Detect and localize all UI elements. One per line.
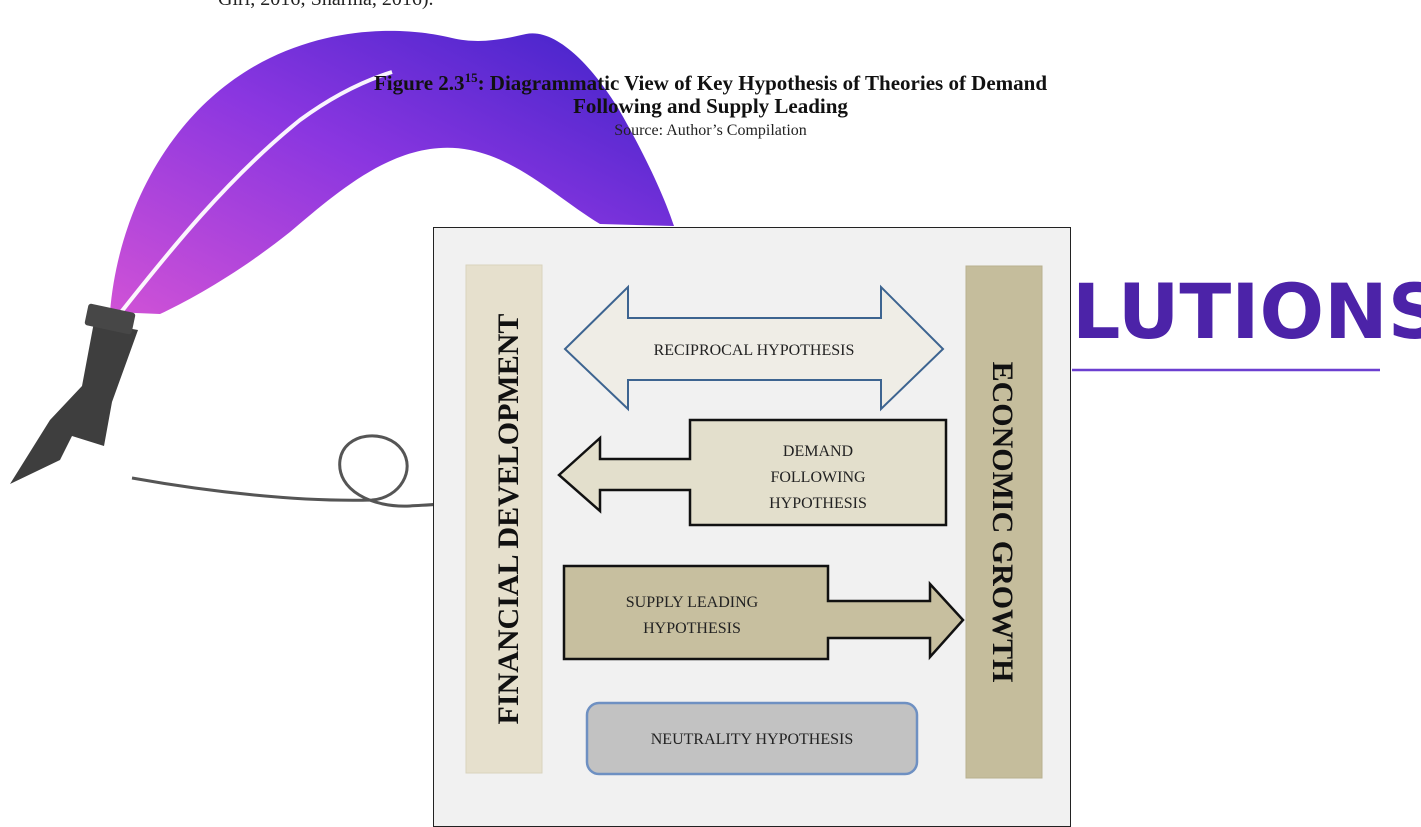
figure-title-line-2: Following and Supply Leading <box>573 94 848 118</box>
supply-label-line-1: SUPPLY LEADING <box>626 594 759 611</box>
financial-development-bar <box>465 264 543 774</box>
economic-growth-bar <box>965 265 1043 779</box>
reciprocal-arrow <box>563 284 945 412</box>
supply-leading-arrow <box>562 564 965 661</box>
financial-development-label: FINANCIAL DEVELOPMENT <box>492 314 525 725</box>
supply-label-line-2: HYPOTHESIS <box>643 620 741 637</box>
reciprocal-hypothesis-label: RECIPROCAL HYPOTHESIS <box>654 342 855 359</box>
svg-text:LUTIONS: LUTIONS <box>1072 267 1421 356</box>
demand-following-arrow <box>557 418 948 527</box>
watermark-text: LUTIONS <box>1072 267 1421 372</box>
demand-label-line-2: FOLLOWING <box>770 469 866 486</box>
figure-title-superscript: 15 <box>464 70 478 85</box>
economic-growth-label: ECONOMIC GROWTH <box>986 362 1019 683</box>
ink-swirl-icon <box>131 434 447 508</box>
neutrality-box <box>585 701 919 776</box>
neutrality-hypothesis-label: NEUTRALITY HYPOTHESIS <box>651 731 854 748</box>
figure-title-line-1: Figure 2.315: Diagrammatic View of Key H… <box>373 70 1048 95</box>
demand-label-line-1: DEMAND <box>783 443 853 460</box>
demand-label-line-3: HYPOTHESIS <box>769 495 867 512</box>
feather-quill-icon <box>10 30 674 484</box>
figure-source: Source: Author’s Compilation <box>614 122 807 139</box>
preceding-citation-text: Giri, 2016; Sharma, 2016). <box>218 0 434 11</box>
